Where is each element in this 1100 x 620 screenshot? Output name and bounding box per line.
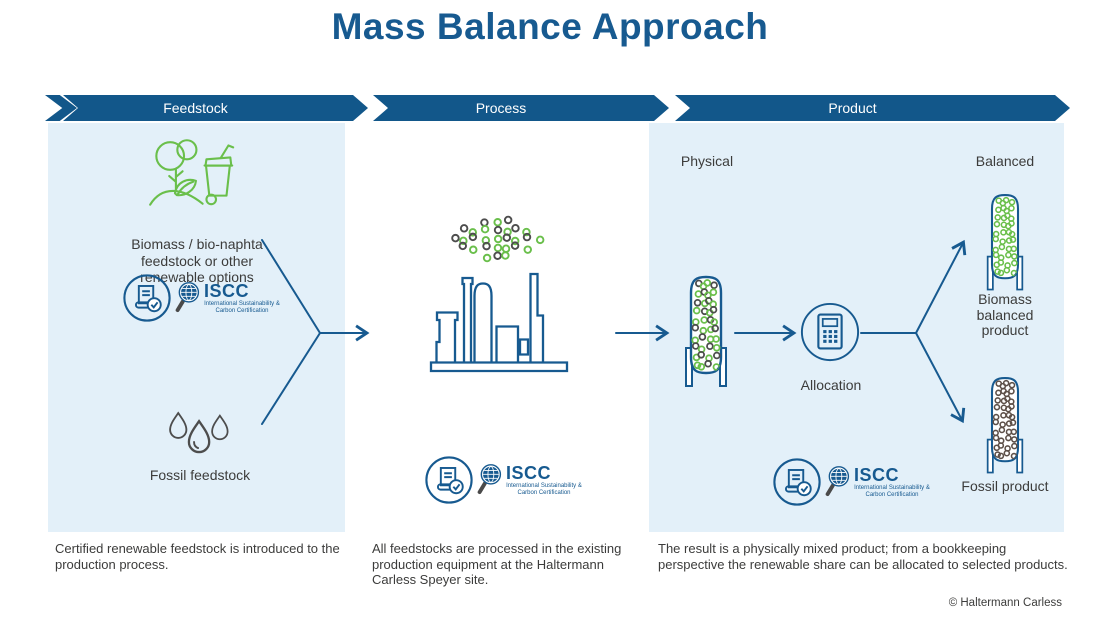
iscc-certificate-seal-icon xyxy=(123,274,171,322)
iscc-magnifier-globe-icon xyxy=(825,466,850,497)
iscc-magnifier-globe-icon xyxy=(477,464,502,495)
refinery-plant-icon xyxy=(429,272,569,373)
biomass-product-label: Biomass balanced product xyxy=(976,291,1034,338)
iscc-certificate-seal-icon xyxy=(773,458,821,506)
fossil-drops-icon xyxy=(169,411,229,454)
biomass-feedstock-label: Biomass / bio-naphta feedstock or other … xyxy=(131,236,263,285)
fossil-product-tank xyxy=(986,377,1024,474)
allocation-label: Allocation xyxy=(800,377,862,393)
iscc-logo-product: ISCC International Sustainability & Carb… xyxy=(772,454,930,510)
iscc-subtext: International Sustainability & Carbon Ce… xyxy=(204,301,280,314)
page-title: Mass Balance Approach xyxy=(331,6,769,47)
fossil-feedstock-label: Fossil feedstock xyxy=(149,467,251,483)
iscc-subtext: International Sustainability & Carbon Ce… xyxy=(854,485,930,498)
biomass-balanced-tank xyxy=(986,194,1024,291)
banner-feedstock: Feedstock xyxy=(63,95,368,121)
iscc-logo-process: ISCC International Sustainability & Carb… xyxy=(424,452,582,508)
banner-process: Process xyxy=(373,95,669,121)
copyright-notice: © Haltermann Carless xyxy=(948,597,1062,609)
iscc-certificate-seal-icon xyxy=(425,456,473,504)
banner-product: Product xyxy=(675,95,1070,121)
banner-process-label: Process xyxy=(475,100,527,116)
process-caption: All feedstocks are processed in the exis… xyxy=(372,541,622,587)
product-caption: The result is a physically mixed product… xyxy=(658,541,1068,572)
physical-label: Physical xyxy=(680,153,734,169)
iscc-wordmark: ISCC xyxy=(506,463,552,483)
mixed-product-tank xyxy=(685,275,727,387)
fossil-product-label: Fossil product xyxy=(961,478,1049,494)
feedstock-caption: Certified renewable feedstock is introdu… xyxy=(55,541,340,572)
iscc-wordmark: ISCC xyxy=(204,281,250,301)
iscc-subtext: International Sustainability & Carbon Ce… xyxy=(506,483,582,496)
biomass-renewables-icon xyxy=(149,139,235,206)
balanced-label: Balanced xyxy=(975,153,1035,169)
molecule-dots-cluster xyxy=(451,215,545,263)
iscc-magnifier-globe-icon xyxy=(175,282,200,313)
banner-feedstock-label: Feedstock xyxy=(163,100,228,116)
banner-product-label: Product xyxy=(828,100,877,116)
iscc-wordmark: ISCC xyxy=(854,465,900,485)
allocation-calculator-icon xyxy=(800,302,860,362)
iscc-logo-feedstock: ISCC International Sustainability & Carb… xyxy=(122,270,280,326)
